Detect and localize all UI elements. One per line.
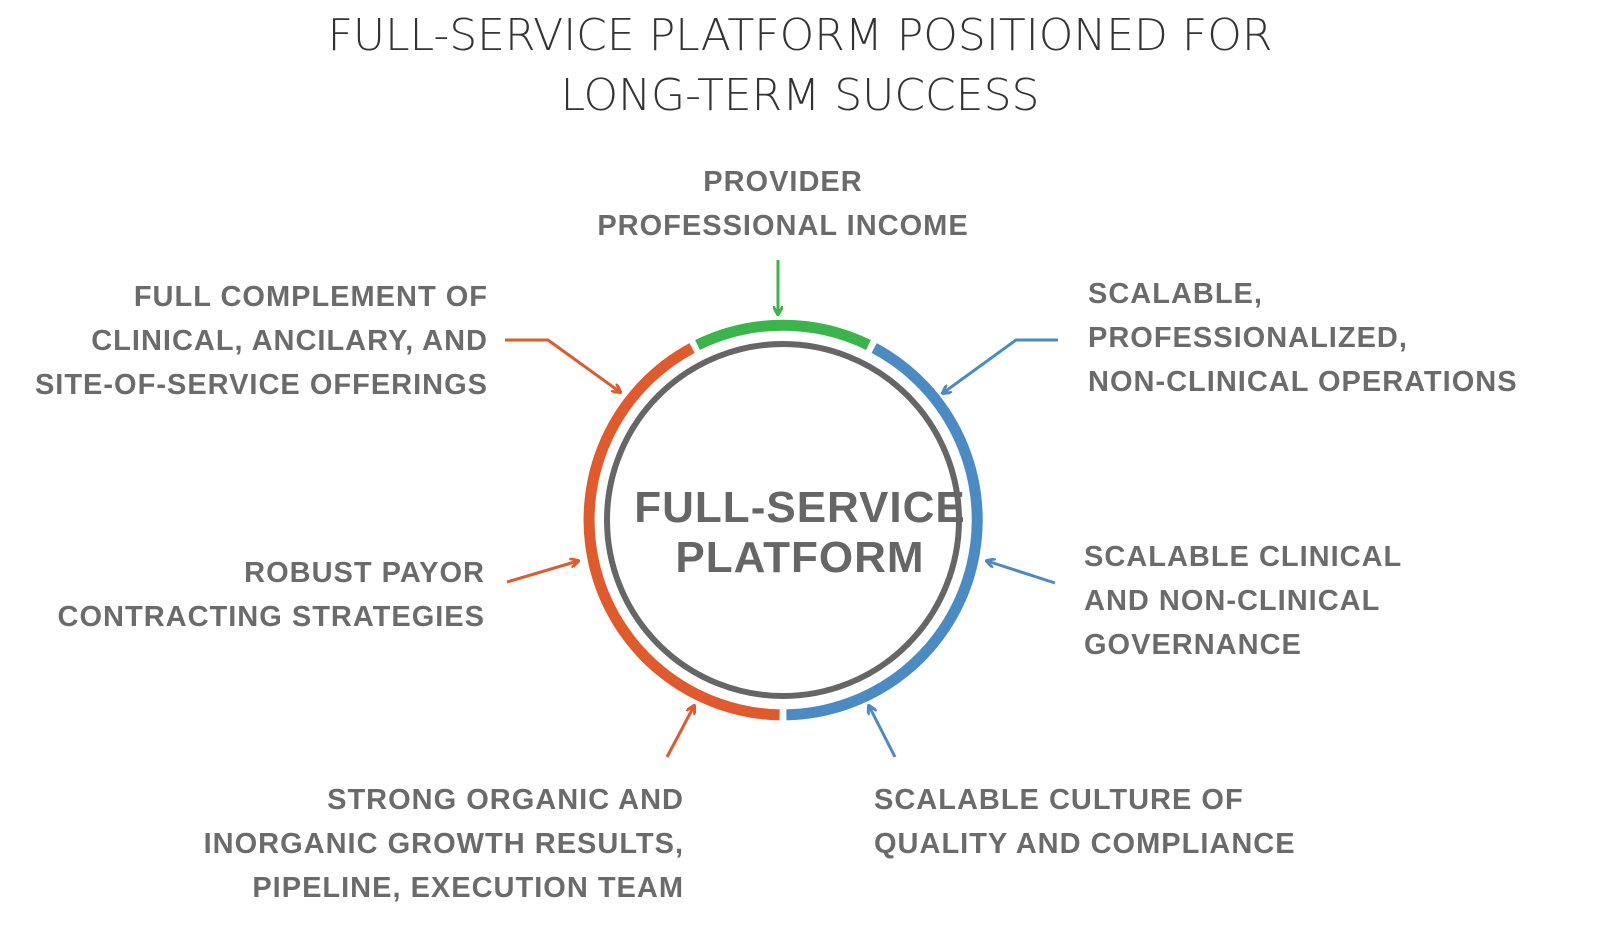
outer-arc-blue — [786, 343, 983, 721]
label-growth-line-1: STRONG ORGANIC AND — [327, 784, 684, 816]
label-payor: ROBUST PAYOR CONTRACTING STRATEGIES — [0, 551, 485, 639]
label-scalable-ops-line-2: PROFESSIONALIZED, — [1088, 322, 1408, 354]
arrow-growth — [665, 706, 694, 758]
label-full-complement-line-2: CLINICAL, ANCILARY, AND — [91, 325, 488, 357]
label-full-complement-line-1: FULL COMPLEMENT OF — [133, 281, 488, 313]
label-governance-line-3: GOVERNANCE — [1084, 629, 1302, 661]
label-scalable-ops: SCALABLE, PROFESSIONALIZED, NON-CLINICAL… — [1088, 272, 1593, 404]
label-payor-line-2: CONTRACTING STRATEGIES — [57, 601, 485, 633]
center-line-2: PLATFORM — [675, 533, 925, 582]
arrow-culture — [869, 706, 897, 758]
label-provider-line-2: PROFESSIONAL INCOME — [597, 210, 969, 242]
label-growth: STRONG ORGANIC AND INORGANIC GROWTH RESU… — [100, 778, 684, 910]
center-line-1: FULL-SERVICE — [634, 483, 966, 532]
arrow-governance — [987, 561, 1056, 585]
label-culture: SCALABLE CULTURE OF QUALITY AND COMPLIAN… — [874, 778, 1374, 866]
label-governance-line-1: SCALABLE CLINICAL — [1084, 541, 1403, 573]
title-line-1: FULL-SERVICE PLATFORM POSITIONED FOR — [327, 10, 1273, 61]
label-growth-line-2: INORGANIC GROWTH RESULTS, — [203, 828, 684, 860]
title-line-2: LONG-TERM SUCCESS — [560, 70, 1040, 121]
inner-ring — [604, 341, 962, 699]
label-scalable-ops-line-3: NON-CLINICAL OPERATIONS — [1088, 366, 1518, 398]
label-payor-line-1: ROBUST PAYOR — [244, 557, 485, 589]
label-provider: PROVIDER PROFESSIONAL INCOME — [583, 160, 983, 248]
label-culture-line-1: SCALABLE CULTURE OF — [874, 784, 1244, 816]
page-title: FULL-SERVICE PLATFORM POSITIONED FOR LON… — [0, 6, 1600, 126]
label-provider-line-1: PROVIDER — [703, 166, 863, 198]
label-scalable-ops-line-1: SCALABLE, — [1088, 278, 1263, 310]
arrow-full-complement — [505, 338, 620, 392]
label-governance: SCALABLE CLINICAL AND NON-CLINICAL GOVER… — [1084, 535, 1584, 667]
arrow-payor — [506, 561, 578, 584]
outer-arc-orange — [583, 343, 780, 721]
label-full-complement-line-3: SITE-OF-SERVICE OFFERINGS — [34, 369, 488, 401]
label-full-complement: FULL COMPLEMENT OF CLINICAL, ANCILARY, A… — [0, 275, 488, 407]
label-culture-line-2: QUALITY AND COMPLIANCE — [874, 828, 1296, 860]
outer-arc-green — [695, 319, 871, 350]
center-label: FULL-SERVICE PLATFORM — [600, 483, 1000, 583]
label-governance-line-2: AND NON-CLINICAL — [1084, 585, 1381, 617]
label-growth-line-3: PIPELINE, EXECUTION TEAM — [252, 872, 684, 904]
arrow-scalable-ops — [943, 338, 1058, 393]
